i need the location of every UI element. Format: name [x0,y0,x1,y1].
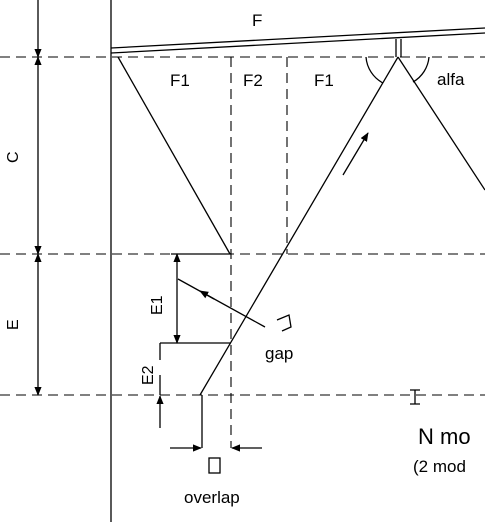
surface-plate-top [110,27,485,49]
label-n-mo: N mo [418,424,471,449]
label-f1-left: F1 [170,71,190,90]
label-overlap: overlap [184,488,240,507]
gap-arrow-line [177,278,266,328]
label-c: C [5,151,22,163]
alfa-arc-left [365,56,384,84]
label-f1-right: F1 [314,71,334,90]
alfa-arc-right [412,56,430,83]
right-beam-outer-edge [397,56,485,191]
gap-symbol [276,314,292,332]
label-e: E [5,319,22,330]
surface-plate-bottom [110,32,485,54]
gap-arrowhead-line [199,290,215,300]
right-beam-inner-edge [199,56,399,396]
overlap-symbol-box [208,457,221,474]
label-e1: E1 [149,295,166,315]
index-marker [410,389,420,405]
label-gap: gap [265,344,293,363]
label-alfa: alfa [437,70,465,89]
label-e2: E2 [140,365,157,385]
label-f2: F2 [243,71,263,90]
direction-arrow [342,132,369,176]
label-f: F [252,11,262,30]
left-beam-edge [117,56,231,255]
label-two-mod: (2 mod [413,457,466,476]
